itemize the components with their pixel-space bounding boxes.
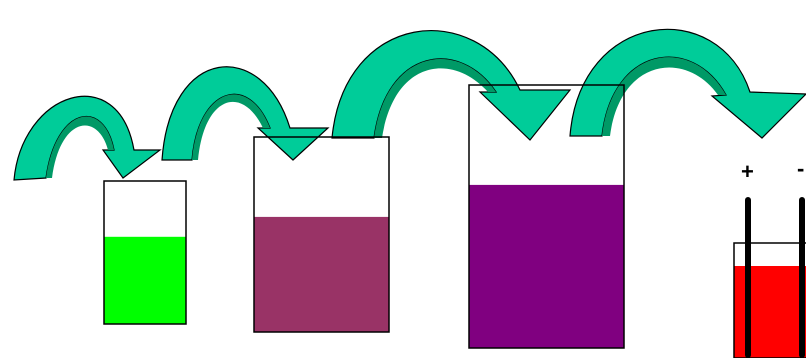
arrow-4-shadow <box>602 57 726 136</box>
positive-electrode <box>745 197 751 358</box>
beaker-1 <box>103 180 187 325</box>
arrow-2-shadow <box>192 94 270 160</box>
beaker-1-liquid <box>104 236 186 324</box>
arrow-1 <box>13 95 162 181</box>
arrow-2 <box>161 66 330 161</box>
arrow-3 <box>331 30 572 141</box>
negative-label: - <box>797 156 804 181</box>
beaker-3-liquid <box>469 184 624 348</box>
arrow-4 <box>569 28 806 139</box>
beaker-3 <box>468 84 625 349</box>
beaker-2 <box>253 136 390 333</box>
arrow-1-shadow <box>46 116 114 178</box>
positive-label: + <box>741 159 754 184</box>
beaker-4: + - <box>733 156 806 358</box>
beaker-4-outline <box>733 242 806 358</box>
arrow-1-shape <box>13 95 162 181</box>
negative-electrode <box>799 197 805 358</box>
beaker-1-outline <box>103 180 187 325</box>
beaker-2-outline <box>253 136 390 333</box>
arrow-2-shape <box>161 66 330 161</box>
beaker-2-liquid <box>254 216 389 332</box>
arrow-3-shadow <box>374 58 496 138</box>
beaker-4-liquid <box>734 266 806 358</box>
beaker-3-outline <box>468 84 625 349</box>
